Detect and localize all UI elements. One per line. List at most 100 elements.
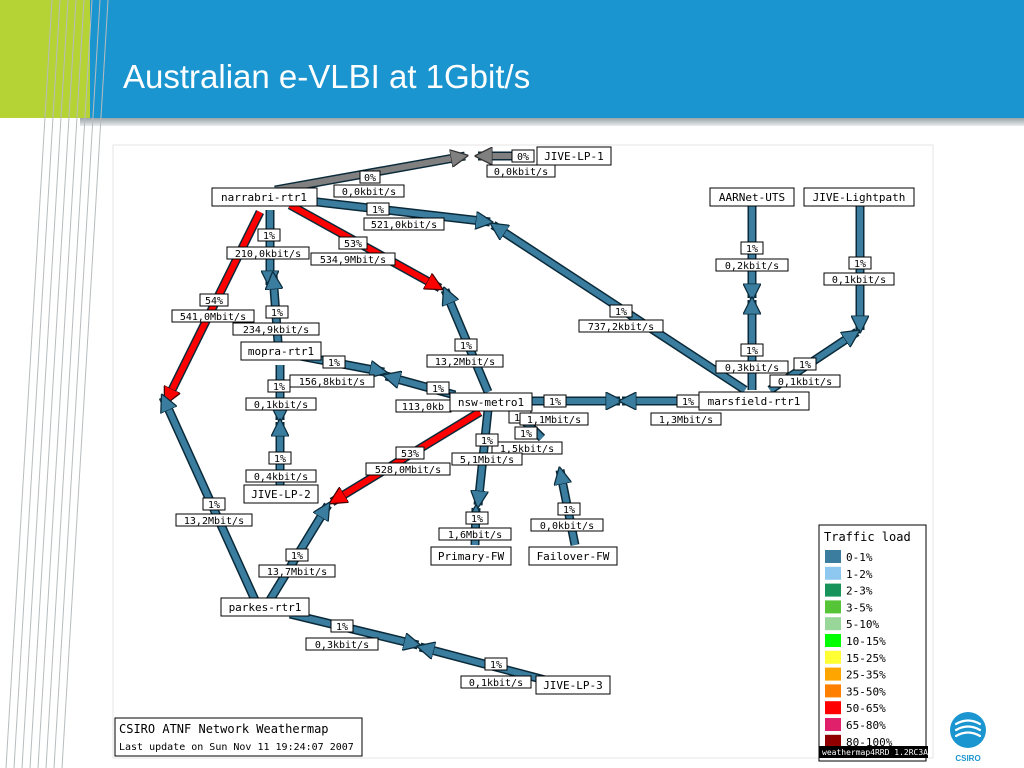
link-label: 1% bbox=[848, 256, 872, 270]
node-jive-lp-1: JIVE-LP-1 bbox=[536, 146, 612, 166]
link-label: 1% bbox=[426, 381, 450, 395]
svg-text:1%: 1% bbox=[481, 436, 493, 447]
svg-text:1%: 1% bbox=[563, 505, 575, 516]
svg-text:JIVE-LP-2: JIVE-LP-2 bbox=[251, 488, 311, 501]
link-label: 1% bbox=[465, 511, 489, 525]
link-label: 0,1kbit/s bbox=[460, 675, 532, 689]
link-label: 1% bbox=[202, 497, 226, 511]
legend-items: 0-1%1-2%2-3%3-5%5-10%10-15%15-25%25-35%3… bbox=[825, 550, 893, 749]
svg-text:737,2kbit/s: 737,2kbit/s bbox=[588, 322, 654, 333]
svg-text:1,1Mbit/s: 1,1Mbit/s bbox=[527, 415, 581, 426]
legend-label: 0-1% bbox=[846, 551, 873, 564]
svg-text:1%: 1% bbox=[682, 397, 694, 408]
svg-text:541,0Mbit/s: 541,0Mbit/s bbox=[180, 312, 246, 323]
svg-text:mopra-rtr1: mopra-rtr1 bbox=[248, 345, 314, 358]
legend-swatch bbox=[825, 734, 841, 748]
legend-label: 1-2% bbox=[846, 568, 873, 581]
link-label: 1% bbox=[285, 548, 309, 562]
svg-text:0%: 0% bbox=[364, 173, 376, 184]
legend-item: 1-2% bbox=[825, 566, 873, 581]
link-label: 1% bbox=[454, 338, 478, 352]
link-label: 234,9kbit/s bbox=[232, 322, 320, 336]
link-label: 1% bbox=[543, 394, 567, 408]
node-parkes-rtr1: parkes-rtr1 bbox=[220, 597, 310, 617]
link-label: 1% bbox=[676, 394, 700, 408]
svg-text:1%: 1% bbox=[799, 360, 811, 371]
svg-text:0,1kbit/s: 0,1kbit/s bbox=[254, 400, 308, 411]
legend-item: 15-25% bbox=[825, 650, 886, 665]
svg-text:113,0kb: 113,0kb bbox=[402, 402, 444, 413]
svg-text:534,9Mbit/s: 534,9Mbit/s bbox=[320, 255, 386, 266]
legend-swatch bbox=[825, 634, 841, 647]
link-label: 534,9Mbit/s bbox=[310, 252, 396, 266]
svg-text:parkes-rtr1: parkes-rtr1 bbox=[229, 601, 302, 614]
logo-wordmark: CSIRO bbox=[955, 754, 980, 763]
svg-text:1%: 1% bbox=[263, 231, 275, 242]
svg-text:0,1kbit/s: 0,1kbit/s bbox=[778, 377, 832, 388]
link-label: 1% bbox=[265, 305, 289, 319]
legend-swatch bbox=[825, 600, 841, 614]
nodes: narrabri-rtr1 JIVE-LP-1 AARNet-UTS JIVE-… bbox=[211, 146, 915, 695]
link-label: 1,6Mbit/s bbox=[438, 527, 512, 541]
svg-text:Primary-FW: Primary-FW bbox=[438, 550, 505, 563]
legend-item: 5-10% bbox=[825, 617, 879, 631]
svg-text:0,0kbit/s: 0,0kbit/s bbox=[540, 521, 594, 532]
link-label: 528,0Mbit/s bbox=[365, 462, 451, 476]
node-aarnet-uts: AARNet-UTS bbox=[709, 187, 795, 207]
link-label: 1,5kbit/s bbox=[491, 441, 563, 455]
link-label: 1% bbox=[366, 202, 390, 216]
link-label: 1% bbox=[740, 241, 764, 255]
link-label: 0,1kbit/s bbox=[823, 272, 895, 286]
svg-text:nsw-metro1: nsw-metro1 bbox=[458, 396, 524, 409]
svg-text:13,7Mbit/s: 13,7Mbit/s bbox=[267, 567, 327, 578]
svg-text:1%: 1% bbox=[372, 205, 384, 216]
svg-text:Failover-FW: Failover-FW bbox=[537, 550, 610, 563]
svg-text:AARNet-UTS: AARNet-UTS bbox=[719, 191, 785, 204]
svg-text:1%: 1% bbox=[271, 308, 283, 319]
legend-swatch bbox=[825, 701, 841, 715]
svg-text:156,8kbit/s: 156,8kbit/s bbox=[299, 377, 365, 388]
svg-text:0,3kbit/s: 0,3kbit/s bbox=[725, 363, 779, 374]
legend-label: 15-25% bbox=[846, 652, 886, 665]
legend-label: 2-3% bbox=[846, 585, 873, 598]
link-label: 1% bbox=[514, 426, 538, 440]
legend-item: 2-3% bbox=[825, 583, 873, 598]
link-label: 0,1kbit/s bbox=[245, 397, 317, 411]
legend-swatch bbox=[825, 617, 841, 631]
svg-text:1%: 1% bbox=[432, 384, 444, 395]
legend-label: 3-5% bbox=[846, 601, 873, 614]
svg-text:1,3Mbit/s: 1,3Mbit/s bbox=[659, 415, 713, 426]
svg-text:210,0kbit/s: 210,0kbit/s bbox=[235, 249, 301, 260]
svg-text:JIVE-LP-1: JIVE-LP-1 bbox=[544, 150, 604, 163]
link-label: 1% bbox=[793, 357, 817, 371]
svg-text:0,1kbit/s: 0,1kbit/s bbox=[469, 678, 523, 689]
legend-item: 3-5% bbox=[825, 600, 873, 614]
link-label: 1,1Mbit/s bbox=[519, 412, 589, 426]
node-mopra-rtr1: mopra-rtr1 bbox=[240, 341, 322, 361]
link-label: 1% bbox=[475, 433, 499, 447]
svg-text:54%: 54% bbox=[205, 296, 223, 307]
legend-label: 80-100% bbox=[846, 736, 893, 749]
svg-text:0%: 0% bbox=[517, 152, 529, 163]
node-marsfield-rtr1: marsfield-rtr1 bbox=[698, 391, 810, 411]
svg-text:0,0kbit/s: 0,0kbit/s bbox=[342, 187, 396, 198]
legend-title: Traffic load bbox=[824, 530, 911, 544]
link-label: 737,2kbit/s bbox=[578, 319, 664, 333]
svg-text:1%: 1% bbox=[746, 346, 758, 357]
legend-swatch bbox=[825, 684, 841, 698]
svg-text:1%: 1% bbox=[549, 397, 561, 408]
legend-item: 80-100% bbox=[825, 734, 893, 749]
link-label: 1% bbox=[609, 304, 633, 318]
link-label: 13,7Mbit/s bbox=[258, 564, 336, 578]
svg-text:528,0Mbit/s: 528,0Mbit/s bbox=[375, 465, 441, 476]
svg-text:JIVE-LP-3: JIVE-LP-3 bbox=[543, 679, 603, 692]
link-label: 1% bbox=[330, 619, 354, 633]
link-label: 0% bbox=[511, 149, 535, 163]
legend-item: 35-50% bbox=[825, 684, 886, 698]
link-label: 1% bbox=[268, 451, 292, 465]
svg-text:marsfield-rtr1: marsfield-rtr1 bbox=[708, 395, 801, 408]
node-jive-lp-2: JIVE-LP-2 bbox=[243, 484, 319, 504]
link-labels: 0% 0,0kbit/s 0% 0,0kbit/s 1% 521,0kbit/s… bbox=[171, 149, 895, 689]
svg-text:0,2kbit/s: 0,2kbit/s bbox=[725, 261, 779, 272]
legend-swatch bbox=[825, 550, 841, 563]
